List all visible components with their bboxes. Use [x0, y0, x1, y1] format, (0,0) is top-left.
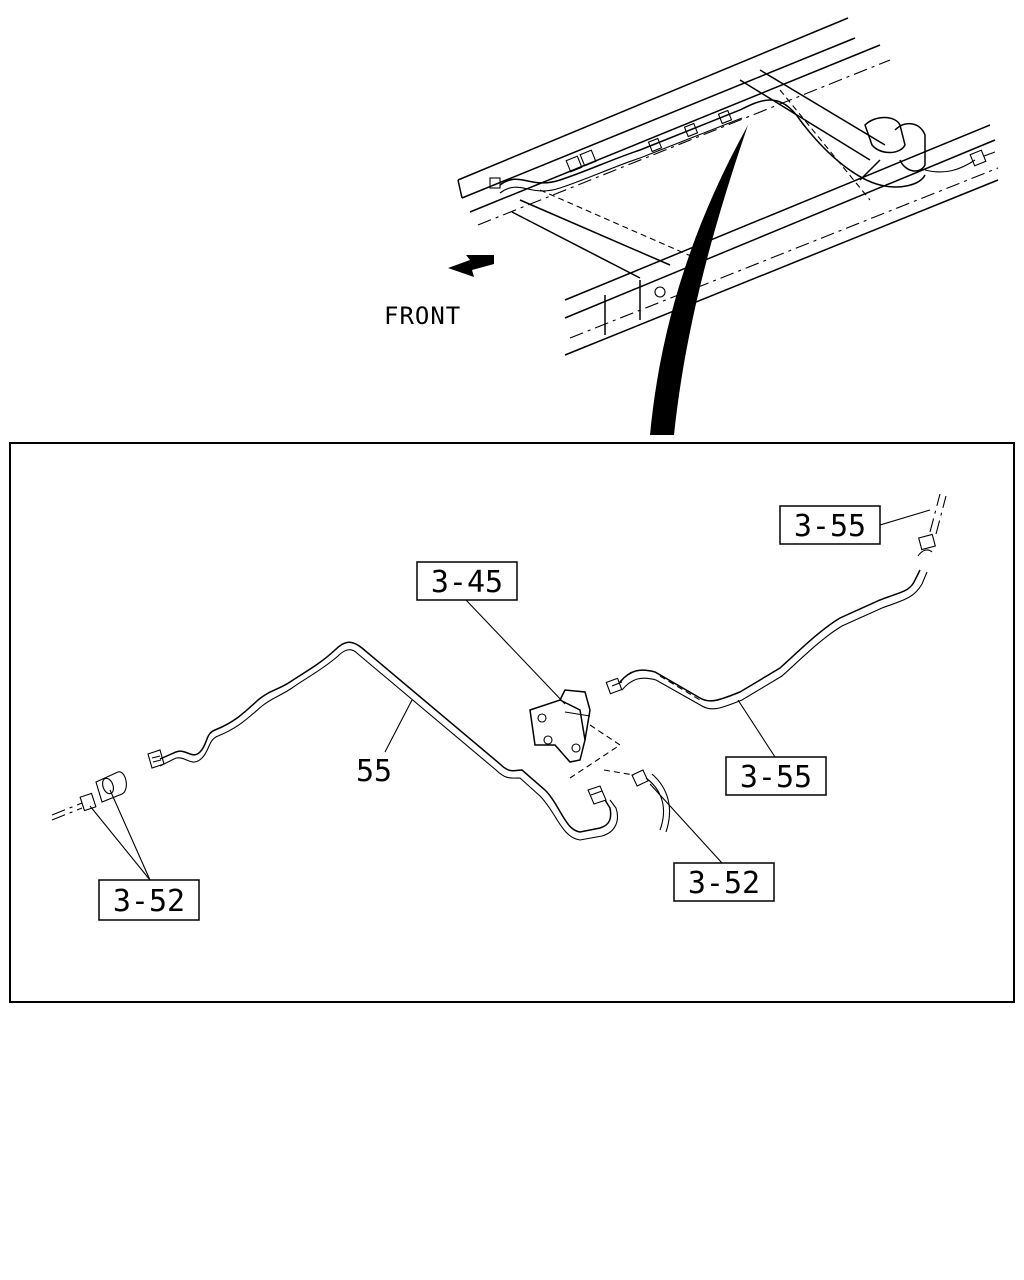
- part-number-55: 55: [356, 754, 392, 789]
- callout-3-52-left-label: 3-52: [113, 884, 185, 919]
- brake-pipe-3-55: [605, 493, 947, 710]
- callout-3-55-right-label: 3-55: [740, 760, 812, 795]
- detail-frame: [9, 442, 1015, 1003]
- callout-3-55-right[interactable]: [725, 756, 827, 796]
- callout-3-55-top[interactable]: [779, 505, 881, 545]
- front-label: FRONT: [384, 302, 461, 330]
- callout-3-45-label: 3-45: [431, 565, 503, 600]
- valve-bracket-3-45: [529, 689, 621, 779]
- hose-end-right: [603, 769, 671, 833]
- brake-pipe-55: [147, 641, 619, 841]
- callout-3-52-right-label: 3-52: [688, 866, 760, 901]
- callout-3-45[interactable]: [416, 561, 518, 601]
- chassis-overview: [457, 17, 999, 435]
- callout-3-52-left[interactable]: [98, 879, 200, 921]
- detail-leader: [650, 125, 748, 435]
- hose-end-left: [51, 771, 127, 821]
- callout-3-52-right[interactable]: [673, 862, 775, 902]
- arrow-front-icon: [448, 255, 494, 277]
- callout-3-55-top-label: 3-55: [794, 509, 866, 544]
